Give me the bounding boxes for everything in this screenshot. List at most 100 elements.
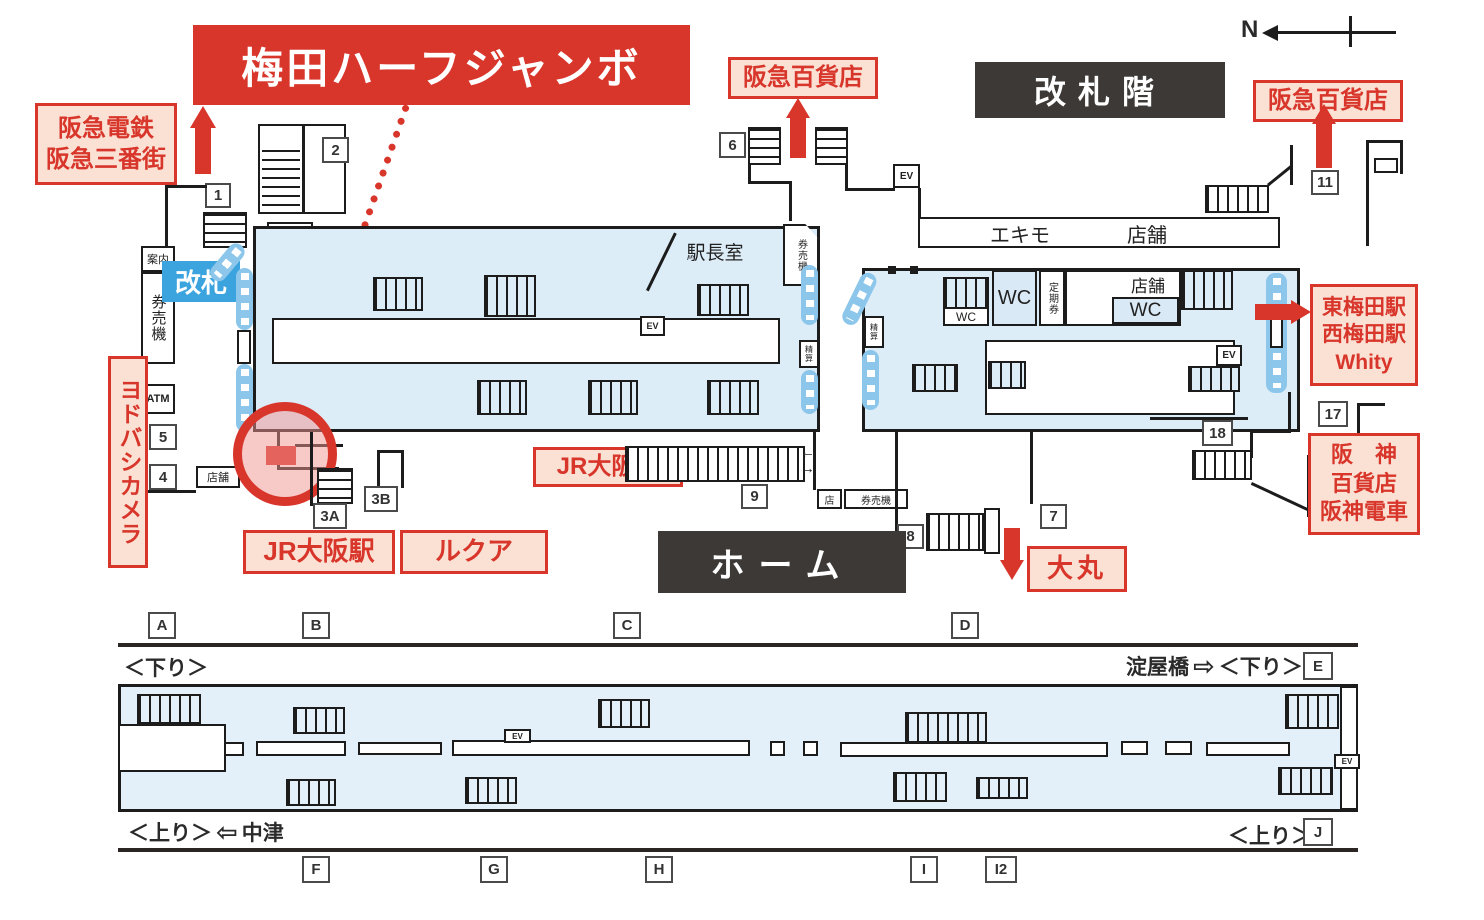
- wall: [302, 124, 305, 214]
- stairs-icon: [317, 468, 353, 504]
- hollow-right-arrow-icon: ⇨: [1193, 650, 1215, 681]
- elevator: EV: [504, 729, 531, 743]
- wall: [918, 188, 921, 218]
- stairs-icon: [893, 772, 947, 802]
- wall: [748, 181, 792, 184]
- down-line-label: ＜下り＞: [124, 657, 208, 680]
- up-line-label: ＜上り＞: [128, 822, 212, 845]
- wall: [895, 432, 898, 552]
- right-arrow-icon: [1291, 300, 1311, 324]
- wall: [1366, 140, 1369, 246]
- stairs-icon: [905, 712, 987, 743]
- door-mark: [910, 266, 918, 274]
- ticket-machines: 券売機: [141, 272, 175, 364]
- stairs-icon: [926, 513, 984, 551]
- platform-marker-f: F: [302, 856, 330, 883]
- floor-banner-concourse: 改札階: [975, 62, 1225, 118]
- stair-direction-arrow: ←: [800, 444, 815, 461]
- wall: [1290, 145, 1293, 185]
- compass-tick: [1349, 16, 1352, 47]
- hankyu-railway-line2: 阪急三番街: [46, 146, 166, 173]
- position-marker-3a: 3A: [313, 503, 347, 529]
- hollow-left-arrow-icon: ⇦: [216, 816, 238, 847]
- stairs-icon: [976, 777, 1028, 799]
- label-yodobashi: ヨドバシカメラ: [108, 356, 148, 568]
- stairs-icon: [1205, 185, 1269, 213]
- label-lucua: ルクア: [400, 530, 548, 574]
- wall: [789, 181, 792, 221]
- wall: [377, 450, 380, 488]
- platform-marker-b: B: [302, 612, 330, 639]
- stairs-icon: [912, 364, 958, 392]
- ad-title-banner: 梅田ハーフジャンボ: [193, 25, 690, 105]
- wall: [1366, 140, 1403, 143]
- nakatsu-label: 中津: [241, 822, 284, 845]
- position-marker-7: 7: [1040, 504, 1067, 529]
- platform-structure: [118, 724, 226, 772]
- position-marker-11: 11: [1311, 170, 1339, 195]
- stairs-icon: [293, 707, 345, 734]
- platform-slab: [452, 740, 750, 756]
- platform-marker-e: E: [1303, 652, 1333, 680]
- yodoyabashi-label: 淀屋橋: [1126, 656, 1189, 679]
- stair-landing: [984, 508, 1000, 554]
- wall: [1250, 430, 1253, 458]
- platform-slab: [358, 742, 442, 755]
- stairs-icon: [137, 694, 201, 724]
- up-line-nakatsu-direction: ＜上り＞ ⇦ 中津: [128, 816, 284, 847]
- stairs-icon: [1192, 450, 1252, 480]
- floor-banner-platform: ホーム: [658, 531, 906, 593]
- stairs-icon: [988, 361, 1026, 389]
- platform-pillar: [803, 741, 818, 756]
- hanshin-line1: 阪 神: [1330, 442, 1397, 468]
- wall: [1250, 482, 1309, 511]
- stairs-icon: [625, 446, 805, 482]
- yodoyabashi-direction: 淀屋橋 ⇨ ＜下り＞: [1126, 650, 1303, 681]
- stairs-icon: [477, 380, 527, 415]
- track-line: [118, 848, 1358, 852]
- label-hankyu-railway: 阪急電鉄 阪急三番街: [35, 103, 177, 185]
- elevator: EV: [640, 316, 665, 336]
- track-line: [118, 643, 1358, 647]
- shops-label: 店舗: [1131, 276, 1165, 296]
- stairs-icon: [815, 127, 848, 165]
- elevator: EV: [893, 164, 920, 188]
- stairs-icon: [1188, 366, 1240, 392]
- up-arrow-icon: [1312, 104, 1336, 124]
- station-master-office: 駅長室: [686, 242, 744, 264]
- platform-marker-i: I: [910, 856, 938, 883]
- position-marker-18: 18: [1202, 420, 1233, 446]
- wide-gate-icon: [237, 330, 251, 364]
- up-arrow-icon: [786, 98, 810, 118]
- hanshin-line3: 阪神電車: [1319, 499, 1408, 525]
- stairs-icon: [286, 779, 336, 806]
- stair-direction-arrow: →: [800, 460, 815, 477]
- east-umeda-line1: 東梅田駅: [1322, 296, 1406, 320]
- platform-structure: [1340, 686, 1358, 810]
- stairs-icon: [943, 277, 989, 309]
- commuter-pass-office: 定期券: [1039, 270, 1065, 326]
- wc-room: WC: [1112, 297, 1179, 324]
- platform-marker-g: G: [480, 856, 508, 883]
- ticket-gates-icon: [236, 268, 253, 330]
- wall: [1288, 392, 1291, 432]
- wall: [148, 490, 196, 493]
- right-arrow-icon: [1255, 304, 1291, 320]
- label-east-umeda: 東梅田駅 西梅田駅 Whity: [1310, 284, 1418, 386]
- wall-detail: [1374, 158, 1398, 173]
- wall: [1400, 140, 1403, 174]
- up-arrow-icon: [195, 128, 211, 174]
- stairs-icon: [262, 150, 300, 212]
- door-mark: [888, 266, 896, 274]
- concourse-island: [272, 318, 780, 364]
- wide-gate-icon: [1270, 318, 1283, 348]
- wall: [1357, 403, 1385, 406]
- platform-marker-j: J: [1303, 818, 1333, 846]
- wall: [377, 450, 404, 453]
- stairs-icon: [1181, 270, 1233, 310]
- stairs-icon: [1285, 694, 1339, 729]
- ticket-machines: 券売機: [844, 489, 908, 509]
- stairs-icon: [598, 699, 650, 728]
- shops-label: 店舗: [1127, 224, 1167, 247]
